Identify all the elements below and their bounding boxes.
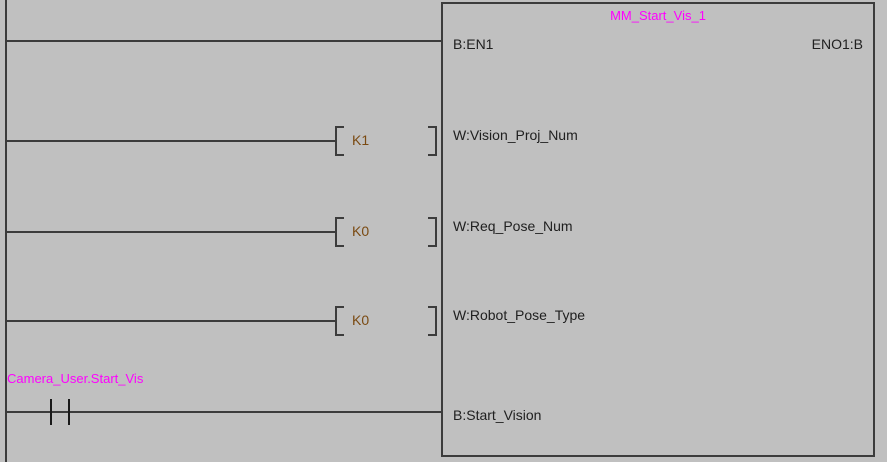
- pin-label-req-pose-num[interactable]: W:Req_Pose_Num: [453, 218, 573, 234]
- literal-bracket-close-2: [428, 217, 437, 247]
- literal-bracket-open-1: [335, 126, 344, 156]
- function-block-title: MM_Start_Vis_1: [610, 8, 706, 23]
- literal-bracket-open-2: [335, 217, 344, 247]
- literal-value-robot-pose-type[interactable]: K0: [352, 312, 370, 328]
- rung-wire-req-pose-num[interactable]: [5, 231, 337, 233]
- contact-bar-left[interactable]: [50, 399, 52, 425]
- pin-label-vision-proj-num[interactable]: W:Vision_Proj_Num: [453, 127, 578, 143]
- rung-wire-vision-proj-num[interactable]: [5, 140, 337, 142]
- rung-wire-robot-pose-type[interactable]: [5, 320, 337, 322]
- contact-tag-label[interactable]: Camera_User.Start_Vis: [7, 371, 144, 386]
- rung-wire-en1[interactable]: [5, 40, 443, 42]
- literal-value-vision-proj-num[interactable]: K1: [352, 132, 370, 148]
- literal-value-req-pose-num[interactable]: K0: [352, 223, 370, 239]
- rung-wire-start-vision[interactable]: [5, 411, 443, 413]
- function-block-mm-start-vis-1[interactable]: MM_Start_Vis_1 B:EN1 ENO1:B W:Vision_Pro…: [441, 2, 875, 457]
- literal-bracket-close-3: [428, 306, 437, 336]
- pin-label-en1[interactable]: B:EN1: [453, 36, 494, 52]
- literal-bracket-open-3: [335, 306, 344, 336]
- pin-label-eno1[interactable]: ENO1:B: [811, 36, 863, 52]
- literal-bracket-close-1: [428, 126, 437, 156]
- contact-bar-right[interactable]: [68, 399, 70, 425]
- pin-label-start-vision[interactable]: B:Start_Vision: [453, 407, 542, 423]
- pin-label-robot-pose-type[interactable]: W:Robot_Pose_Type: [453, 307, 586, 323]
